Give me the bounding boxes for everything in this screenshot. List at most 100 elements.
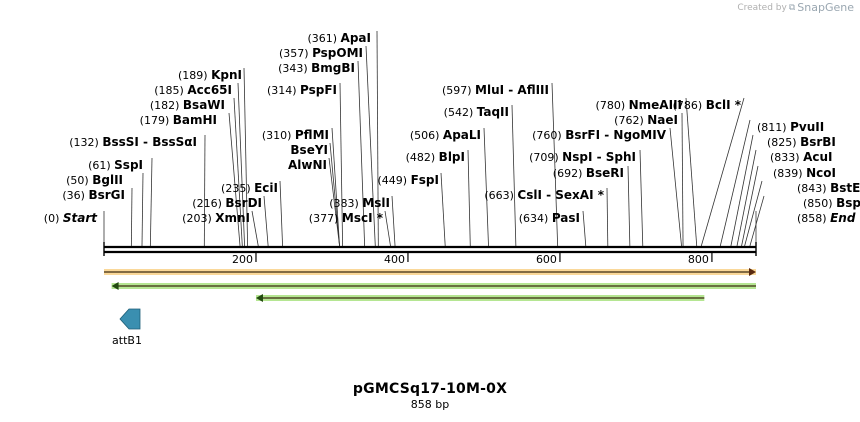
site-name: Acc65I <box>187 83 232 97</box>
site-name: PflMI <box>295 128 329 142</box>
attb1-arrow-icon <box>119 308 141 330</box>
site-name: XmnI <box>215 211 250 225</box>
ruler-tick-label: 600 <box>536 253 557 266</box>
restriction-site: (343) BmgBI <box>278 60 366 247</box>
site-label: (542) TaqII <box>444 105 509 119</box>
site-tick-line <box>582 210 587 247</box>
site-position: (61) <box>88 159 114 172</box>
ruler-tick-label: 200 <box>232 253 253 266</box>
restriction-site: (843) BstEII <box>744 180 860 247</box>
site-name: MscI * <box>342 211 384 225</box>
site-tick-line <box>669 127 682 247</box>
restriction-site: (634) PasI <box>519 210 587 247</box>
site-position: (843) <box>797 182 830 195</box>
site-tick-line <box>511 104 517 247</box>
site-name: MluI - AflIII <box>475 83 549 97</box>
site-tick-line <box>365 45 376 247</box>
attb1-label: attB1 <box>112 334 142 347</box>
site-tick-line <box>251 210 259 247</box>
restriction-site: (216) BsrDI <box>192 195 269 247</box>
restriction-site: (235) EciI <box>221 180 283 247</box>
site-name: BsaWI <box>183 98 225 112</box>
site-position: (203) <box>182 212 215 225</box>
snapgene-credit: Created by ⧉ SnapGene <box>737 1 854 14</box>
site-position: (310) <box>262 129 295 142</box>
site-label: (449) FspI <box>378 173 439 187</box>
site-position: (709) <box>529 151 562 164</box>
restriction-site: (185) Acc65I <box>154 82 245 247</box>
site-tick-line <box>483 127 489 247</box>
site-position: (36) <box>62 189 88 202</box>
restriction-site: (542) TaqII <box>444 104 517 247</box>
restriction-site: (597) MluI - AflIII <box>442 82 559 247</box>
site-label: (189) KpnI <box>178 68 242 82</box>
site-tick-line <box>467 149 471 247</box>
site-tick-line <box>149 157 153 247</box>
site-tick-line <box>357 60 366 247</box>
site-label: (343) BmgBI <box>278 61 355 75</box>
restriction-site: (377) MscI * <box>309 210 391 247</box>
site-label: (634) PasI <box>519 211 580 225</box>
site-tick-line <box>440 172 446 247</box>
site-name: FspI <box>411 173 439 187</box>
site-position: (760) <box>532 129 565 142</box>
site-label: (482) BlpI <box>406 150 465 164</box>
restriction-site: (357) PspOMI <box>279 45 376 247</box>
site-label: (61) SspI <box>88 158 143 172</box>
restriction-site: (203) XmnI <box>182 210 259 247</box>
site-tick-line <box>331 127 340 247</box>
site-name: NmeAIII <box>629 98 682 112</box>
restriction-site: (858) End <box>755 211 856 246</box>
restriction-site: (361) ApaI <box>307 30 379 247</box>
site-position: (762) <box>614 114 647 127</box>
site-name: BsrGI <box>88 188 125 202</box>
feature-arrow-left <box>111 282 119 290</box>
site-label: AlwNI <box>288 158 327 172</box>
restriction-site: (663) CslI - SexAI * <box>484 187 609 247</box>
site-name: NcoI <box>806 166 836 180</box>
site-name: BglII <box>92 173 123 187</box>
site-name: NaeI <box>647 113 678 127</box>
site-tick-line <box>130 187 133 247</box>
site-position: (357) <box>279 47 312 60</box>
site-label: (0) Start <box>44 211 98 225</box>
site-name: BssSI - BssSαI <box>102 135 197 149</box>
site-position: (663) <box>484 189 517 202</box>
restriction-site: (692) BseRI <box>553 165 631 247</box>
restriction-site: (50) BglII <box>66 172 144 247</box>
site-position: (216) <box>192 197 225 210</box>
restriction-site: (709) NspI - SphI <box>529 149 644 247</box>
site-label: (692) BseRI <box>553 166 624 180</box>
site-position: (634) <box>519 212 552 225</box>
restriction-site: (310) PflMI <box>262 127 340 247</box>
restriction-site: (0) Start <box>44 211 105 246</box>
restriction-site: (780) NmeAIII <box>596 97 698 247</box>
site-label: (833) AcuI <box>770 150 833 164</box>
site-position: (449) <box>378 174 411 187</box>
site-label: (185) Acc65I <box>154 83 232 97</box>
map-title-block: pGMCSq17-10M-0X 858 bp <box>0 381 860 411</box>
site-tick-line <box>685 97 698 247</box>
site-label: (361) ApaI <box>307 31 371 45</box>
site-position: (189) <box>178 69 211 82</box>
plasmid-length: 858 bp <box>410 398 450 411</box>
site-position: (850) <box>803 197 836 210</box>
site-tick-line <box>700 97 745 247</box>
restriction-site: (189) KpnI <box>178 67 249 247</box>
restriction-site: (132) BssSI - BssSαI <box>69 134 206 247</box>
site-tick-line <box>730 134 754 247</box>
site-position: (858) <box>797 212 830 225</box>
site-position: (542) <box>444 106 477 119</box>
site-name: NspI - SphI <box>562 150 636 164</box>
site-label: (50) BglII <box>66 173 123 187</box>
site-tick-line <box>339 82 344 247</box>
restriction-site: (811) PvuII <box>719 119 824 247</box>
site-label: BseYI <box>290 143 328 157</box>
site-position: (825) <box>767 136 800 149</box>
site-label: (310) PflMI <box>262 128 329 142</box>
plasmid-name: pGMCSq17-10M-0X <box>352 381 508 397</box>
site-position: (50) <box>66 174 92 187</box>
site-tick-line <box>391 195 396 247</box>
site-name: PspOMI <box>312 46 363 60</box>
snapgene-logo-icon: ⧉ <box>788 2 796 13</box>
